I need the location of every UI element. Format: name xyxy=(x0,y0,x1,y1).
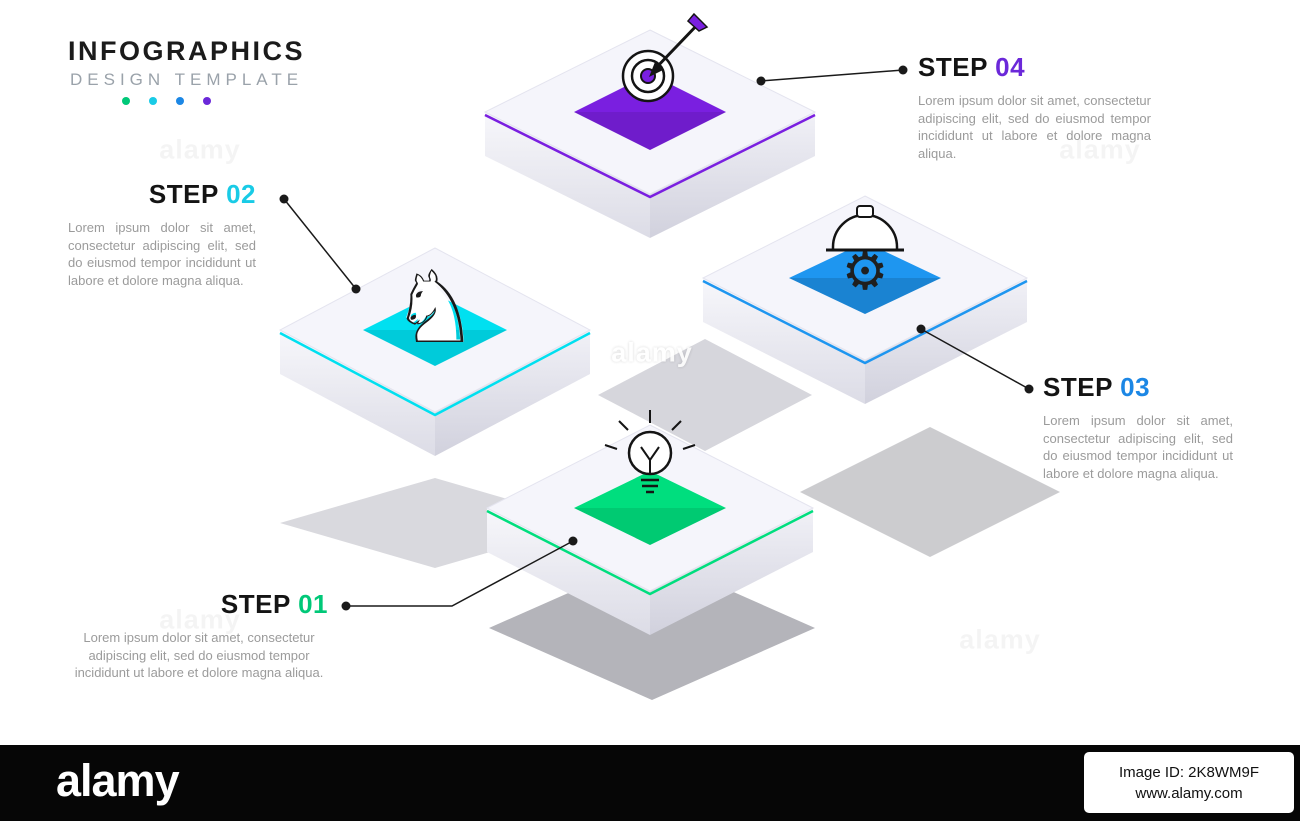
alamy-footer-bar: alamy Image ID: 2K8WM9F www.alamy.com xyxy=(0,745,1300,821)
connector-step-04 xyxy=(756,65,908,86)
dot-purple-icon xyxy=(203,97,211,105)
image-id: Image ID: 2K8WM9F xyxy=(1118,763,1260,781)
platform-side-left xyxy=(280,330,435,456)
step-number: 04 xyxy=(995,52,1026,82)
accent-square xyxy=(363,294,507,366)
accent-edge-line xyxy=(484,113,816,199)
accent-edge-line xyxy=(702,279,1028,365)
step-block-03: STEP 03 Lorem ipsum dolor sit amet, cons… xyxy=(1043,372,1233,483)
step-number: 03 xyxy=(1120,372,1151,402)
step-number: 01 xyxy=(298,589,328,619)
platform-side-right xyxy=(650,508,813,635)
svg-text:⚙: ⚙ xyxy=(842,242,889,302)
accent-square xyxy=(574,74,726,150)
step-title: STEP 03 xyxy=(1043,372,1233,403)
connector-line xyxy=(920,328,1030,390)
helmet-gear-icon: ⚙ xyxy=(826,205,904,302)
shadow-diamond-center xyxy=(598,339,812,451)
platform-side-right xyxy=(650,112,815,238)
dot-green-icon xyxy=(122,97,130,105)
connector-line xyxy=(760,69,904,82)
platform-side-right xyxy=(435,330,590,456)
step-description: Lorem ipsum dolor sit amet, consectetur … xyxy=(1043,413,1233,482)
page-title: INFOGRAPHICS xyxy=(68,36,306,66)
step-label: STEP xyxy=(148,179,219,209)
step-description: Lorem ipsum dolor sit amet, consectetur … xyxy=(74,630,324,681)
step-label: STEP xyxy=(918,52,988,82)
accent-edge-line xyxy=(279,331,591,417)
connector-dot xyxy=(756,76,766,86)
platform-side-right xyxy=(865,278,1027,404)
step-title: STEP 04 xyxy=(918,52,1151,83)
platform-step-03: ⚙ xyxy=(701,195,1029,404)
step-description: Lorem ipsum dolor sit amet, consectetur … xyxy=(68,220,256,289)
dot-cyan-icon xyxy=(149,97,157,105)
accent-edge-line xyxy=(486,509,814,596)
platform-step-04 xyxy=(483,12,817,238)
alamy-logo: alamy xyxy=(56,755,180,806)
connector-dot xyxy=(568,536,578,546)
connector-step-02 xyxy=(279,194,361,294)
step-description: Lorem ipsum dolor sit amet, consectetur … xyxy=(918,93,1151,162)
step-label: STEP xyxy=(1043,372,1113,402)
platform-step-02: ♞ ♘ xyxy=(278,247,592,456)
connector-dot xyxy=(916,324,926,334)
connector-dot xyxy=(898,65,908,75)
lightbulb-icon xyxy=(604,410,696,494)
chess-knight-icon: ♞ ♘ xyxy=(390,249,480,366)
brand-color-dots xyxy=(122,97,211,105)
accent-square-shading xyxy=(363,330,507,366)
image-id-box: Image ID: 2K8WM9F www.alamy.com xyxy=(1084,752,1294,813)
step-number: 02 xyxy=(226,179,256,209)
connector-line xyxy=(283,198,357,290)
svg-text:♘: ♘ xyxy=(390,249,480,366)
shadow-diamond-right xyxy=(800,427,1060,557)
step-block-01: STEP 01 Lorem ipsum dolor sit amet, cons… xyxy=(70,589,328,682)
step-label: STEP xyxy=(220,589,291,619)
platform-step-01 xyxy=(485,410,815,635)
connector-dot xyxy=(351,284,361,294)
accent-square xyxy=(574,471,726,545)
connector-step-03 xyxy=(916,324,1034,394)
accent-square-shading xyxy=(574,508,726,545)
platform-side-left xyxy=(703,278,865,404)
step-block-04: STEP 04 Lorem ipsum dolor sit amet, cons… xyxy=(918,52,1151,163)
accent-square-shading xyxy=(574,112,726,150)
connector-dot xyxy=(341,601,351,611)
step-title: STEP 01 xyxy=(70,589,328,620)
connector-line xyxy=(346,540,574,607)
accent-square xyxy=(789,242,941,314)
accent-square-shading xyxy=(789,278,941,314)
step-block-02: STEP 02 Lorem ipsum dolor sit amet, cons… xyxy=(68,179,256,290)
platform-side-left xyxy=(485,112,650,238)
page-subtitle: DESIGN TEMPLATE xyxy=(70,70,304,89)
connector-dot xyxy=(279,194,289,204)
platform-side-left xyxy=(487,508,650,635)
target-icon xyxy=(621,12,709,103)
svg-text:♞: ♞ xyxy=(390,249,480,366)
connector-dot xyxy=(1024,384,1034,394)
connector-step-01 xyxy=(341,536,578,611)
dot-blue-icon xyxy=(176,97,184,105)
alamy-website: www.alamy.com xyxy=(1135,784,1243,802)
step-title: STEP 02 xyxy=(68,179,256,210)
